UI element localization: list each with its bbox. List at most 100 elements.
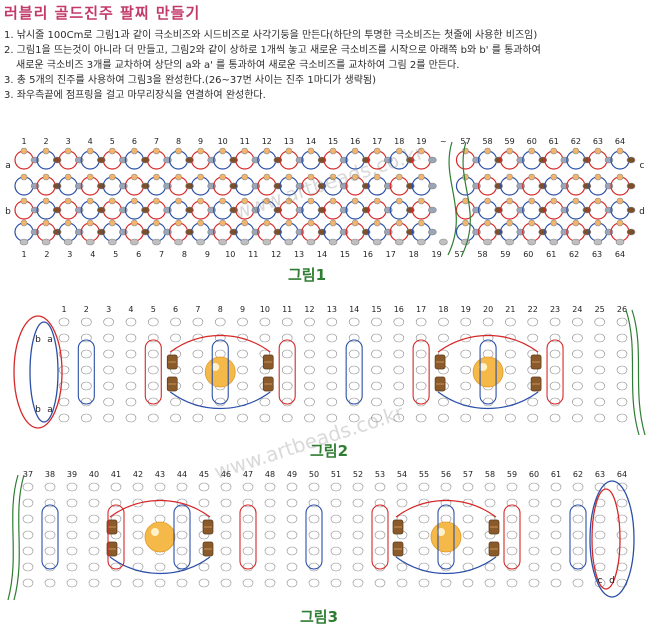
fig2-clear-bead [170,317,181,327]
fig1-cube-bead [428,156,437,164]
fig1-bottom-number: 19 [432,250,442,259]
fig2-column-number: 14 [349,305,359,314]
fig3-clear-bead [330,482,342,492]
fig1-seed-bead [506,219,513,227]
fig2-clear-bead [192,349,204,359]
fig1-seed-bead [131,219,138,227]
fig3-clear-bead [550,482,562,492]
fig3-red-thread [395,500,497,518]
fig3-clear-bead [132,482,144,492]
fig1-seed-bead [285,173,293,181]
fig3-clear-bead [22,578,34,588]
fig3-clear-bead [110,482,122,492]
fig1-clear-bead [527,238,537,246]
fig3-clear-bead [66,530,78,540]
fig3-clear-bead [418,578,430,588]
fig2-clear-bead [460,317,472,327]
fig3-column-number: 47 [243,470,253,479]
fig3-clear-bead [308,482,320,492]
fig2-column-number: 12 [304,305,314,314]
fig2-clear-bead [237,381,248,391]
fig2-clear-bead [103,397,114,407]
fig3-clear-bead [286,530,298,540]
fig3-loop-thread [371,504,389,570]
fig2-clear-bead [415,381,427,391]
fig3-column-number: 44 [177,470,187,479]
fig2-break-line [631,309,646,436]
fig3-clear-bead [550,514,562,524]
fig2-clear-bead [214,317,226,327]
fig2-clear-bead [549,317,561,327]
fig1-bottom-number: 62 [569,250,579,259]
fig1-seed-bead [108,147,116,155]
fig3-column-number: 61 [551,470,561,479]
fig1-seed-bead [329,147,337,155]
fig3-clear-bead [528,514,540,524]
fig1-seed-bead [86,173,94,181]
step-2: 2. 그림1을 뜨는것이 아니라 더 만들고, 그림2와 같이 상하로 1개씩 … [4,45,541,56]
fig1-clear-bead [41,238,51,246]
fig3-loop-thread [41,504,59,570]
fig2-clear-bead [81,349,92,359]
fig2-clear-bead [304,381,315,391]
fig3-clear-bead [506,562,518,572]
fig2-clear-bead [281,381,293,391]
fig2-clear-bead [281,413,293,423]
fig2-clear-bead [237,413,248,423]
fig3-clear-bead [242,482,254,492]
fig2-clear-bead [304,413,315,423]
fig2-clear-bead [393,413,405,423]
fig2-label-a: a [47,335,53,345]
fig2-clear-bead [371,413,382,423]
fig3-column-number: 49 [287,470,297,479]
fig3-clear-bead [22,498,34,508]
fig3-clear-bead [462,482,474,492]
fig3-column-number: 37 [23,470,33,479]
fig3-clear-bead [506,578,518,588]
fig1-top-number: 4 [88,137,93,146]
fig2-clear-bead [460,381,472,391]
fig1-clear-bead [218,238,227,246]
fig1-clear-bead [615,238,625,246]
fig2-column-number: 10 [260,305,270,314]
fig1-clear-bead [196,238,205,246]
fig1-seed-bead [550,197,558,205]
fig1-clear-bead [107,238,117,246]
fig1-clear-bead [130,238,139,246]
fig3-clear-bead [66,562,78,572]
fig3-clear-bead [572,530,584,540]
fig2-clear-bead [304,317,315,327]
fig2-clear-bead [393,317,405,327]
fig3-clear-bead [220,546,232,556]
fig3-clear-bead [66,514,78,524]
fig3-clear-bead [528,562,540,572]
fig3-clear-bead [286,562,298,572]
fig2-column-number: 25 [595,305,605,314]
fig1-clear-bead [328,238,338,246]
fig2-clear-bead [505,413,516,423]
step-4: 3. 좌우측끝에 점프링을 걸고 마무리장식을 연결하여 완성한다. [4,90,266,101]
fig1-cube-bead [428,228,437,236]
fig1-clear-bead [284,238,294,246]
fig2-clear-bead [371,365,382,375]
fig2-clear-bead [415,413,427,423]
fig2-clear-bead [103,333,114,343]
fig1-clear-bead [262,238,272,246]
fig1-seed-bead [197,197,204,205]
fig1-seed-bead [307,173,315,181]
fig1-cube-bead [626,182,636,190]
fig3-clear-bead [550,546,562,556]
fig3-clear-bead [176,578,188,588]
fig1-seed-bead [616,197,624,205]
fig1-seed-bead [64,173,72,181]
fig3-column-number: 64 [617,470,627,479]
fig1-seed-bead [42,147,50,155]
fig2-column-number: 22 [528,305,538,314]
fig3-pearl-highlight [151,528,159,536]
fig1-seed-bead [285,219,293,227]
step-1: 1. 낚시줄 100Cm로 그림1과 같이 극소비즈와 시드비즈로 사각기둥을 … [4,30,538,41]
fig2-column-number: 2 [84,305,89,314]
fig1-bottom-number: 60 [523,250,533,259]
fig1-seed-bead [462,219,469,227]
fig2-clear-bead [527,317,539,327]
